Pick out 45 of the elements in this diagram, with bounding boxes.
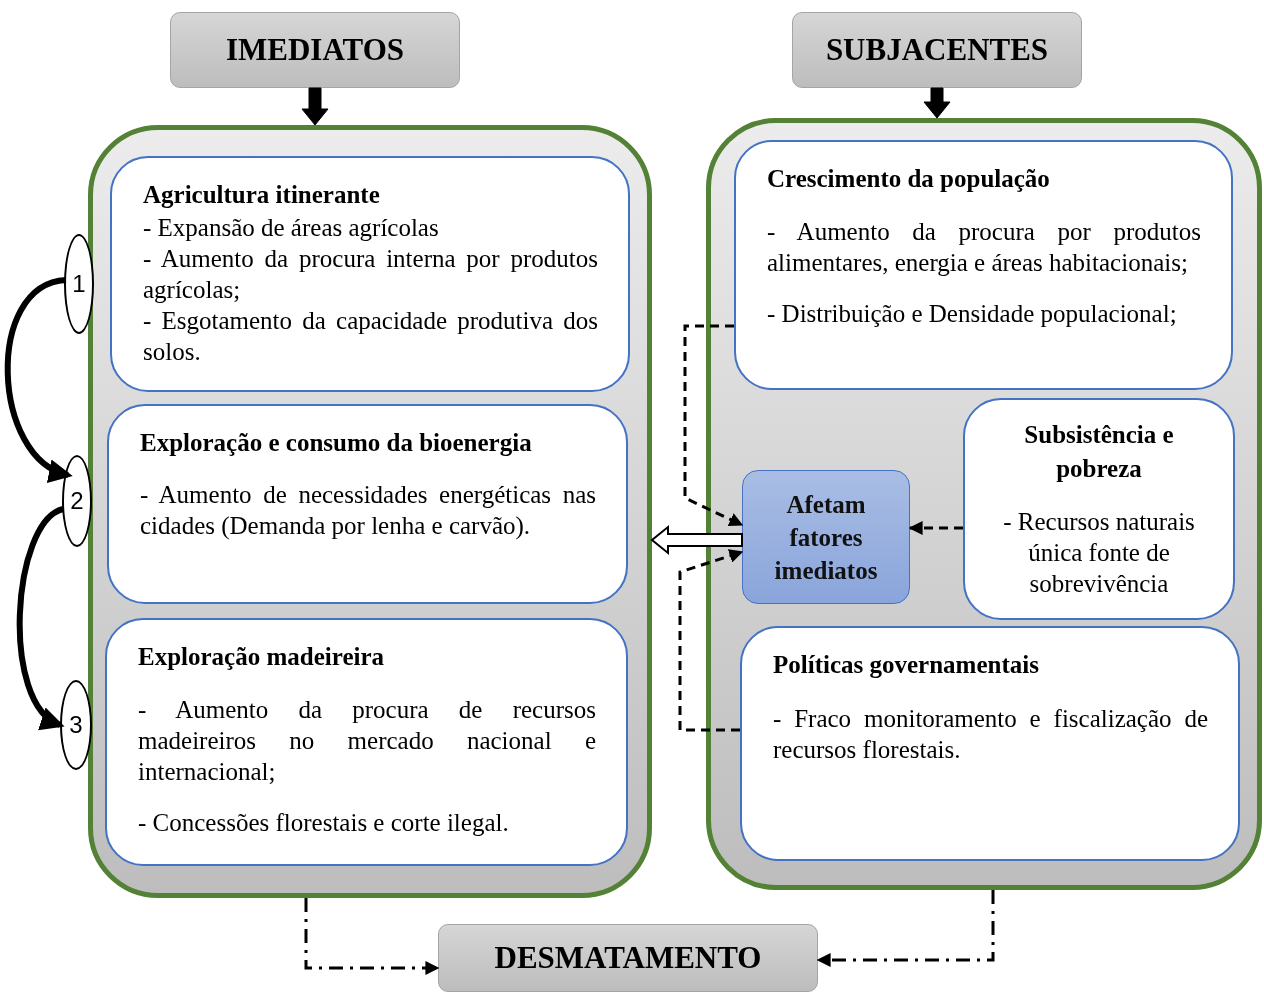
card-text: - Concessões florestais e corte ilegal.: [138, 808, 510, 838]
dashed-arrow: [908, 521, 963, 535]
step-number: 3: [69, 711, 83, 739]
card-heading: Subsistência e pobreza: [1023, 420, 1175, 484]
dashed-arrow: [683, 324, 744, 527]
block-arrow: [301, 87, 329, 126]
card-text: - Aumento de necessidades energéticas nas cidades (Demanda por lenha e carvão).: [140, 480, 596, 541]
curved-arrow: [4, 277, 73, 480]
factor-card: [963, 398, 1235, 620]
card-heading: Exploração madeireira: [138, 642, 386, 672]
card-heading: Políticas governamentais: [773, 650, 1040, 680]
factor-card: [740, 626, 1240, 861]
dashed-arrow: [678, 549, 744, 732]
card-heading: Agricultura itinerante: [143, 180, 381, 210]
card-text: - Aumento da procura de recursos madeireiros no mercado nacional e internacional;: [138, 695, 596, 787]
dashed-arrow: [304, 898, 440, 975]
card-text: - Aumento da procura interna por produtos agrícolas;: [143, 244, 598, 305]
dashed-arrow: [816, 890, 995, 967]
group-panel: [88, 125, 652, 898]
card-text: - Fraco monitoramento e fiscalização de recursos florestais.: [773, 704, 1208, 765]
card-text: - Aumento da procura por produtos alimentares, energia e áreas habitacionais;: [767, 217, 1201, 278]
card-heading: Exploração e consumo da bioenergia: [140, 428, 533, 458]
step-number: 1: [72, 270, 86, 298]
heading-text: IMEDIATOS: [226, 33, 404, 67]
group-panel: [706, 118, 1262, 890]
block-arrow: [923, 87, 951, 119]
step-number: 2: [70, 487, 84, 515]
header-box: [170, 12, 460, 88]
card-text: - Distribuição e Densidade populacional;: [767, 299, 1178, 329]
card-heading: Crescimento da população: [767, 164, 1051, 194]
factor-card: [105, 618, 628, 866]
card-text: - Expansão de áreas agrícolas: [143, 213, 440, 243]
header-box: [438, 924, 818, 992]
factor-card: [107, 404, 628, 604]
curved-arrow: [16, 506, 65, 728]
accent-box: [742, 470, 910, 604]
card-text: - Esgotamento da capacidade produtiva dos solos.: [143, 306, 598, 367]
heading-text: DESMATAMENTO: [494, 941, 762, 975]
block-arrow: [650, 524, 743, 556]
card-text: - Recursos naturais única fonte de sobrevivência: [1002, 507, 1196, 599]
node-text: Afetam fatores imediatos: [773, 489, 879, 586]
header-box: [792, 12, 1082, 88]
heading-text: SUBJACENTES: [825, 33, 1049, 67]
factor-card: [734, 140, 1233, 390]
factor-card: [110, 156, 630, 392]
